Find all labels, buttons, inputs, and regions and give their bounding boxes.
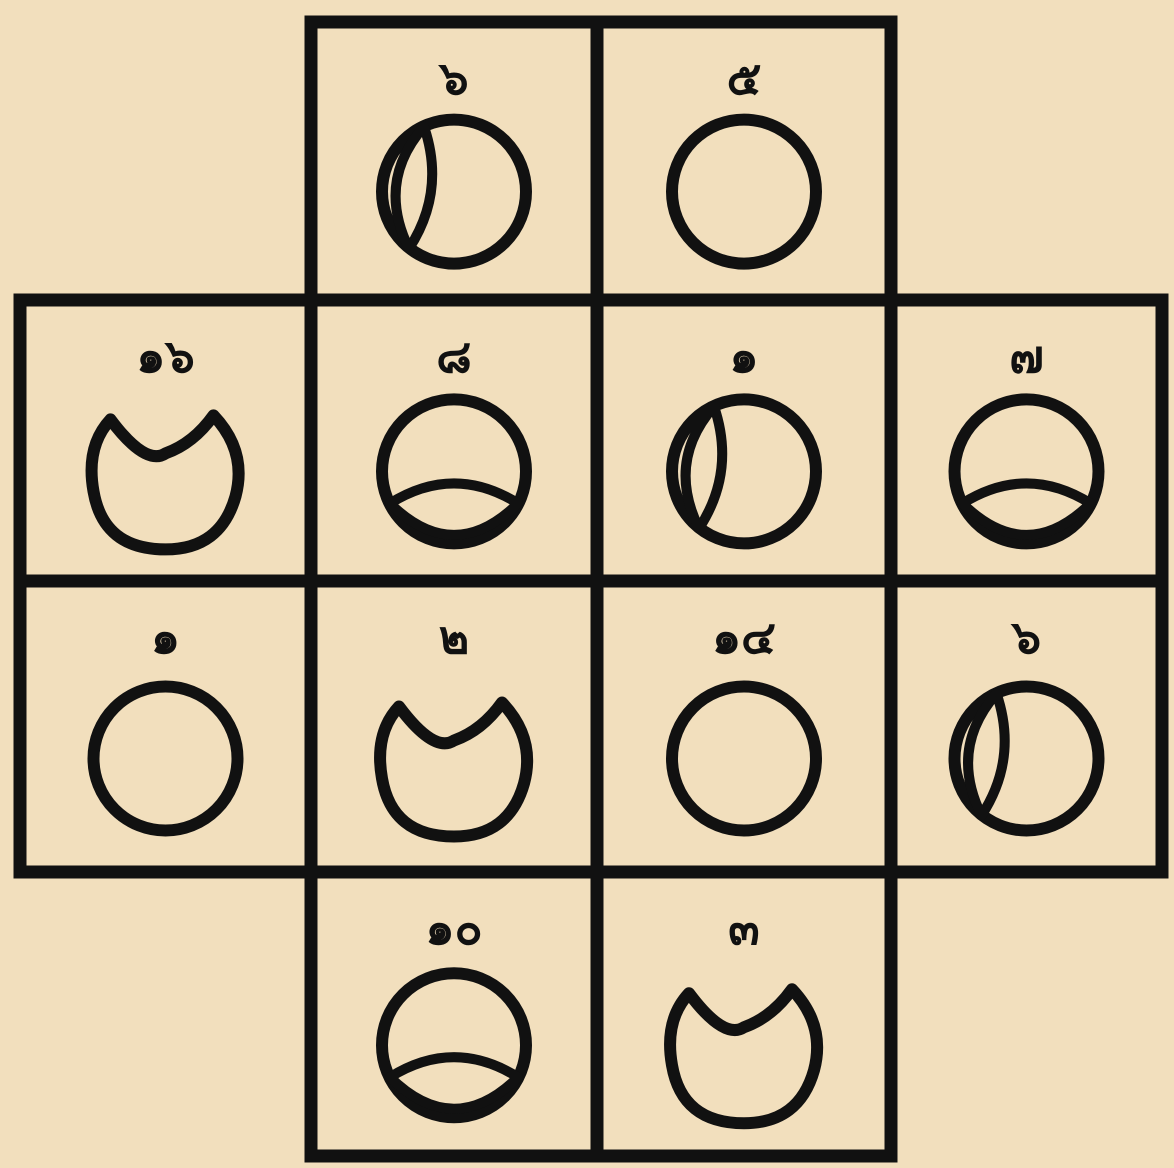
cell-label: ๑	[151, 610, 180, 664]
cell-label: ๗	[1009, 329, 1044, 383]
cell-label: ๑๖	[136, 329, 194, 383]
cell-label: ๑	[729, 329, 758, 383]
cell-label: ๖	[437, 51, 468, 105]
cell-label: ๘	[436, 329, 472, 383]
cell-label: ๖	[1010, 610, 1041, 664]
cell-label: ๕	[727, 51, 762, 105]
cell-label: ๑๐	[425, 901, 482, 955]
cell-label: ๑๔	[712, 610, 776, 664]
cell-label: ๓	[728, 901, 759, 955]
cell-label: ๒	[439, 610, 469, 664]
